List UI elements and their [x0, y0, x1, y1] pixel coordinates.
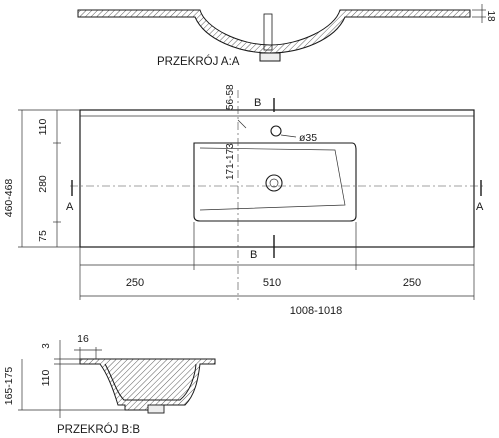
section-marker-a-right: A — [476, 201, 484, 213]
bb-dim-110-label: 110 — [40, 369, 52, 386]
section-marker-b-bottom: B — [250, 249, 257, 261]
section-aa-title: PRZEKRÓJ A:A — [157, 55, 240, 68]
dim-total-width-label: 1008-1018 — [290, 305, 343, 317]
section-aa-drawing: 18 PRZEKRÓJ A:A — [77, 4, 496, 68]
section-bb-title: PRZEKRÓJ B:B — [57, 423, 140, 436]
bowl-depth-label: 171-173 — [225, 143, 236, 180]
bb-dim-16-label: 16 — [77, 333, 89, 345]
section-marker-b-top: B — [254, 97, 261, 109]
countertop-outline — [79, 109, 475, 248]
thickness-dim-label: 18 — [485, 10, 496, 22]
dim-left-250-label: 250 — [126, 277, 144, 289]
dim-total-depth-label: 460-468 — [3, 179, 15, 218]
bb-dim-3-label: 3 — [41, 343, 52, 349]
drain-hole — [265, 174, 283, 192]
dim-right-250-label: 250 — [403, 277, 421, 289]
dim-center-510-label: 510 — [263, 277, 281, 289]
bowl-outline — [193, 142, 357, 222]
section-bb-drawing: 16 3 110 165-175 PRZEKRÓJ B:B — [3, 333, 216, 436]
section-marker-a-left: A — [66, 201, 74, 213]
bb-drain-outlet — [147, 404, 165, 414]
top-margin-label: 56-58 — [225, 84, 236, 110]
dim-280-label: 280 — [37, 175, 49, 193]
drain-outlet — [259, 52, 281, 62]
hole-diameter-label: ø35 — [299, 132, 317, 144]
tap-hole — [270, 125, 282, 137]
drain-pipe — [263, 13, 273, 51]
dim-110-label: 110 — [37, 118, 49, 135]
dim-75-label: 75 — [37, 230, 49, 242]
plan-view: B B A A ø35 56-58 171-173 110 280 75 460… — [3, 84, 486, 317]
bb-dim-height-label: 165-175 — [3, 367, 15, 406]
